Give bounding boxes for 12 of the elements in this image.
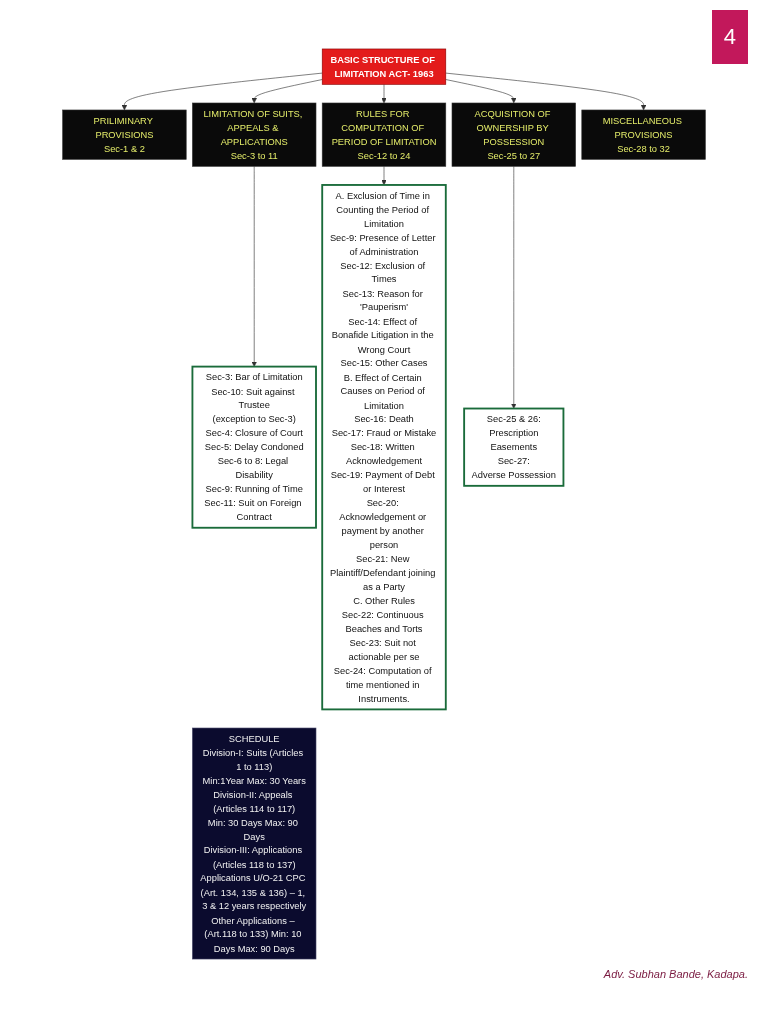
node-box: SCHEDULE Division-I: Suits (Articles 1 to 113) Min:1Year Max: 30 Years Division-II: Appeals (Articles 114 to 117) Min: 30 Days Max: 90 Days Division-III: Applications (Articles 118 to 137) Applications U/O-21 CPC (Art. 134, 135 & 136) – 1, 3 & 12 years respectively Other Applications – (Art.118 to 133) Min: 10 Days Max: 90 Days <box>192 727 317 960</box>
node-box: A. Exclusion of Time in Counting the Period of Limitation Sec-9: Presence of Letter of Administration Sec-12: Exclusion of Times Sec-13: Reason for 'Pauperism' Sec-14: Effect of Bonafide Litigation in the Wrong Court Sec-15: Other Cases B. Effect of Certain Causes on Period of Limitation Sec-16: Death Sec-17: Fraud or Mistake Sec-18: Written Acknowledgement Sec-19: Payment of Debt or Interest Sec-20: Acknowledgement or payment by another person Sec-21: New Plaintiff/Defendant joining as a Party C. Other Rules Sec-22: Continuous Beaches and Torts Sec-23: Suit not actionable per se Sec-24: Computation of time mentioned in Instruments. <box>321 184 447 711</box>
node-box: Sec-3: Bar of Limitation Sec-10: Suit against Trustee (exception to Sec-3) Sec-4: Closure of Court Sec-5: Delay Condoned Sec-6 to 8: Legal Disability Sec-9: Running of Time Sec-11: Suit on Foreign Contract <box>191 365 317 529</box>
page-number: 4 <box>711 10 748 64</box>
node-box: BASIC STRUCTURE OF LIMITATION ACT- 1963 <box>321 48 447 85</box>
node-box: ACQUISITION OF OWNERSHIP BY POSSESSION Sec-25 to 27 <box>451 102 576 167</box>
node-box: PRILIMINARY PROVISIONS Sec-1 & 2 <box>62 109 187 160</box>
node-box: MISCELLANEOUS PROVISIONS Sec-28 to 32 <box>581 109 706 160</box>
author-credit: Adv. Subhan Bande, Kadapa. <box>603 968 748 980</box>
node-box: LIMITATION OF SUITS, APPEALS & APPLICATIONS Sec-3 to 11 <box>192 102 317 167</box>
node-box: RULES FOR COMPUTATION OF PERIOD OF LIMITATION Sec-12 to 24 <box>321 102 447 167</box>
node-box: Sec-25 & 26: Prescription Easements Sec-27: Adverse Possession <box>463 407 565 487</box>
